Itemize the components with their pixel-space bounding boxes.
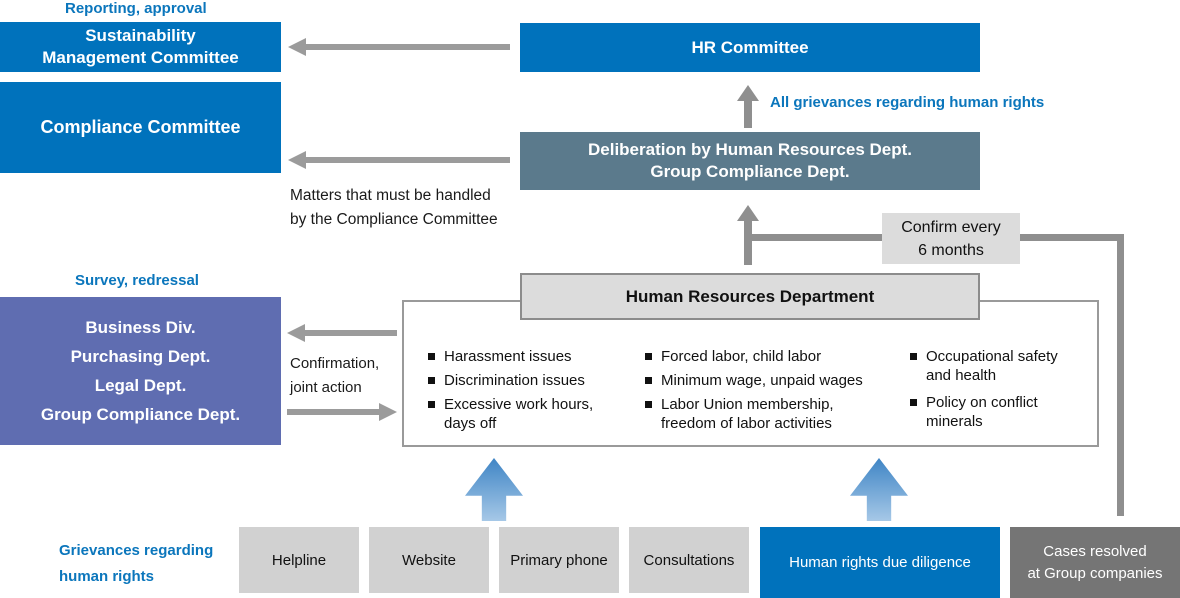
- box-departments: Business Div. Purchasing Dept. Legal Dep…: [0, 297, 281, 445]
- box-deliberation: Deliberation by Human Resources Dept. Gr…: [520, 132, 980, 190]
- arrow-due-diligence-to-hrdept: [850, 458, 908, 521]
- box-cases-resolved-group-companies: Cases resolved at Group companies: [1010, 527, 1180, 598]
- issue-item: Excessive work hours, days off: [428, 395, 633, 433]
- bullet-square-icon: [910, 399, 917, 406]
- label-survey-redressal: Survey, redressal: [75, 272, 199, 289]
- arrow-deliberation-to-hr-committee: [736, 85, 759, 128]
- bullet-square-icon: [428, 401, 435, 408]
- bullet-square-icon: [428, 353, 435, 360]
- label-reporting-approval: Reporting, approval: [65, 0, 207, 17]
- issue-item: Forced labor, child labor: [645, 347, 900, 366]
- issue-item: Policy on conflict minerals: [910, 393, 1090, 431]
- box-channel-primary-phone: Primary phone: [499, 527, 619, 593]
- issues-column-3: Occupational safety and health Policy on…: [910, 347, 1090, 431]
- arrow-to-departments: [287, 323, 397, 342]
- arrow-deliberation-to-compliance: [288, 150, 510, 169]
- bullet-square-icon: [910, 353, 917, 360]
- box-confirm-every-6-months: Confirm every 6 months: [882, 213, 1020, 264]
- box-sustainability-management-committee: Sustainability Management Committee: [0, 22, 281, 72]
- bullet-square-icon: [645, 401, 652, 408]
- issue-item: Occupational safety and health: [910, 347, 1090, 385]
- arrow-hrdept-to-deliberation: [736, 205, 759, 265]
- label-matters-compliance: Matters that must be handled by the Comp…: [290, 187, 498, 228]
- issue-item: Minimum wage, unpaid wages: [645, 371, 900, 390]
- box-human-rights-due-diligence: Human rights due diligence: [760, 527, 1000, 598]
- label-all-grievances: All grievances regarding human rights: [770, 94, 1045, 111]
- issues-column-1: Harassment issues Discrimination issues …: [428, 347, 633, 433]
- issues-column-2: Forced labor, child labor Minimum wage, …: [645, 347, 900, 433]
- label-confirmation-joint-action: Confirmation, joint action: [290, 355, 380, 396]
- bullet-square-icon: [645, 353, 652, 360]
- department-line: Purchasing Dept.: [70, 347, 211, 366]
- arrow-channels-to-hrdept: [465, 458, 523, 521]
- issue-item: Harassment issues: [428, 347, 633, 366]
- bullet-square-icon: [428, 377, 435, 384]
- issue-item: Discrimination issues: [428, 371, 633, 390]
- label-grievances-human-rights: Grievances regarding human rights: [59, 542, 214, 585]
- issue-item: Labor Union membership, freedom of labor…: [645, 395, 900, 433]
- arrow-from-departments: [287, 402, 397, 421]
- arrow-hr-to-sustainability: [288, 37, 510, 56]
- confirm-line-vertical: [1117, 234, 1124, 516]
- department-line: Business Div.: [85, 318, 196, 337]
- box-channel-website: Website: [369, 527, 489, 593]
- department-line: Legal Dept.: [94, 376, 187, 395]
- bullet-square-icon: [645, 377, 652, 384]
- box-hr-committee: HR Committee: [520, 23, 980, 72]
- box-issues: [402, 300, 1099, 447]
- box-channel-consultations: Consultations: [629, 527, 749, 593]
- box-hr-department: Human Resources Department: [520, 273, 980, 320]
- box-compliance-committee: Compliance Committee: [0, 82, 281, 173]
- box-channel-helpline: Helpline: [239, 527, 359, 593]
- department-line: Group Compliance Dept.: [40, 405, 241, 424]
